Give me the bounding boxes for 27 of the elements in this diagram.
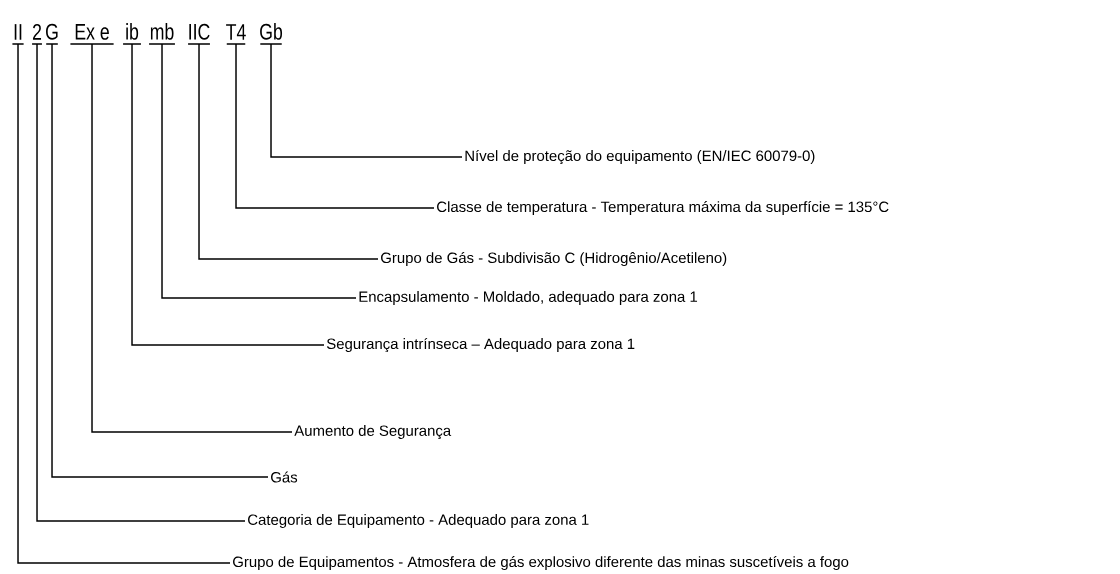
- description-text: Segurança intrínseca – Adequado para zona 1: [326, 337, 635, 353]
- marking-code: G: [46, 23, 58, 40]
- leader-line: [11, 43, 231, 564]
- description-text: Grupo de Gás - Subdivisão C (Hidrogênio/Acetileno): [381, 251, 727, 267]
- marking-code: II: [14, 24, 22, 40]
- marking-code: 2: [33, 23, 42, 40]
- leader-line: [148, 43, 357, 299]
- description-text: Grupo de Equipamentos - Atmosfera de gás explosivo diferente das minas suscetíveis a fogo: [233, 555, 849, 571]
- leader-line: [45, 43, 269, 478]
- description-text: Classe de temperatura - Temperatura máxima da superfície = 135°C: [437, 200, 889, 216]
- leader-line: [31, 43, 246, 522]
- marking-code: ib: [126, 23, 139, 40]
- leader-line: [122, 43, 325, 346]
- marking-code: Gb: [260, 23, 283, 40]
- leader-line: [226, 43, 435, 209]
- description-text: Encapsulamento - Moldado, adequado para zona 1: [359, 291, 698, 305]
- description-text: Aumento de Segurança: [294, 425, 452, 439]
- leader-line: [259, 43, 463, 158]
- marking-code: IIC: [189, 23, 210, 40]
- leader-line: [69, 43, 293, 433]
- marking-code: T4: [226, 24, 246, 40]
- description-text: Nível de proteção do equipamento (EN/IEC 60079-0): [465, 149, 815, 165]
- marking-code: Ex e: [75, 23, 109, 40]
- leader-line: [187, 43, 379, 260]
- marking-code: mb: [150, 23, 174, 40]
- description-text: Categoria de Equipamento - Adequado para zona 1: [248, 514, 589, 528]
- description-text: Gás: [271, 471, 298, 483]
